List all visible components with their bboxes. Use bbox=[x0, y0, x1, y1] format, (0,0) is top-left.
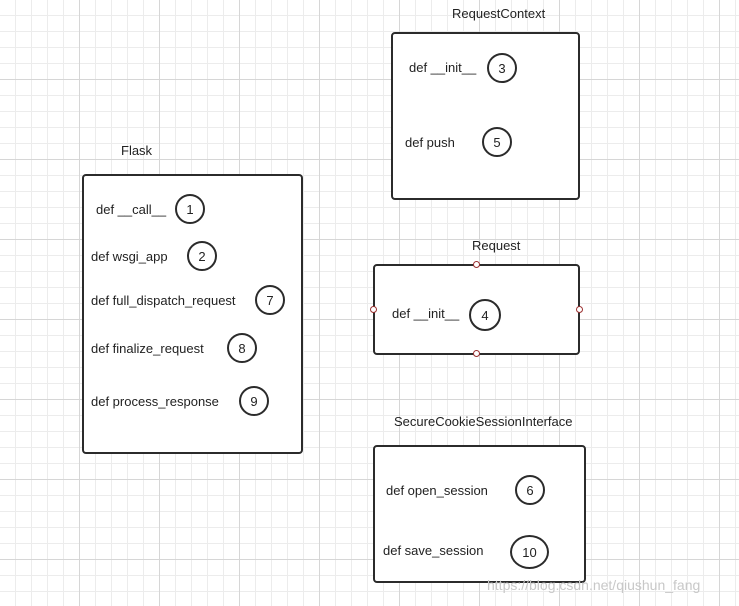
flask-method-process-response: def process_response bbox=[91, 394, 219, 409]
step-badge-9: 9 bbox=[239, 386, 269, 416]
request-context-box[interactable] bbox=[391, 32, 580, 200]
session-method-save-session: def save_session bbox=[383, 543, 484, 558]
resize-handle-top[interactable] bbox=[473, 261, 480, 268]
step-badge-7: 7 bbox=[255, 285, 285, 315]
request-context-method-push: def push bbox=[405, 135, 455, 150]
step-badge-6: 6 bbox=[515, 475, 545, 505]
step-badge-5: 5 bbox=[482, 127, 512, 157]
session-method-open-session: def open_session bbox=[386, 483, 488, 498]
flask-method-finalize-request: def finalize_request bbox=[91, 341, 204, 356]
step-badge-3: 3 bbox=[487, 53, 517, 83]
flask-title: Flask bbox=[121, 143, 153, 158]
request-title: Request bbox=[472, 238, 521, 253]
step-badge-8: 8 bbox=[227, 333, 257, 363]
request-context-method-init: def __init__ bbox=[409, 60, 477, 75]
flask-method-call: def __call__ bbox=[96, 202, 167, 217]
resize-handle-right[interactable] bbox=[576, 306, 583, 313]
session-interface-title: SecureCookieSessionInterface bbox=[394, 414, 573, 429]
step-badge-10: 10 bbox=[510, 535, 549, 569]
request-method-init: def __init__ bbox=[392, 306, 460, 321]
session-interface-box[interactable] bbox=[373, 445, 586, 583]
flask-method-full-dispatch-request: def full_dispatch_request bbox=[91, 293, 236, 308]
flask-method-wsgi-app: def wsgi_app bbox=[91, 249, 168, 264]
watermark-text: https://blog.csdn.net/qiushun_fang bbox=[487, 577, 701, 593]
step-badge-1: 1 bbox=[175, 194, 205, 224]
step-badge-4: 4 bbox=[469, 299, 501, 331]
request-context-title: RequestContext bbox=[452, 6, 546, 21]
resize-handle-left[interactable] bbox=[370, 306, 377, 313]
resize-handle-bottom[interactable] bbox=[473, 350, 480, 357]
step-badge-2: 2 bbox=[187, 241, 217, 271]
